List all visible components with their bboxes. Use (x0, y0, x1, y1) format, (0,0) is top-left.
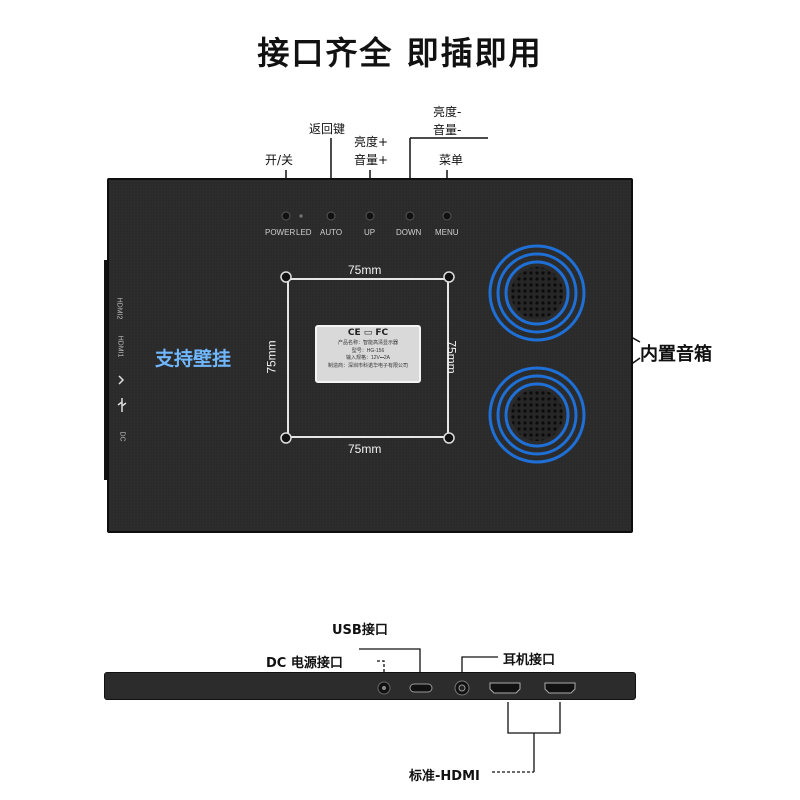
menu-callout: 菜单 (439, 153, 464, 167)
product-nameplate: CE ▭ FC 产品名称：智能高清显示器 型号：HG-156 输入规格：12V⎓… (315, 325, 421, 383)
hdmi-port-callout: 标准-HDMI (409, 769, 480, 784)
usb-icon (117, 398, 127, 412)
vesa-bottom-dimension: 75mm (348, 442, 382, 456)
usb-c-port-icon (409, 683, 433, 693)
usb-port-callout: USB接口 (332, 623, 388, 638)
speaker-label: 内置音箱 (640, 344, 712, 365)
down-button-label: DOWN (396, 228, 422, 237)
side-edge (104, 260, 107, 480)
volume-down-callout: 音量- (433, 123, 462, 137)
hdmi-port-1-icon (489, 682, 521, 694)
audio-port-icon (118, 375, 125, 385)
earphone-port-icon (454, 680, 470, 696)
wall-mount-label: 支持壁挂 (155, 348, 232, 370)
page-title: 接口齐全 即插即用 (257, 34, 543, 72)
bottom-speaker-icon (488, 366, 586, 464)
monitor-bottom-edge (104, 672, 636, 700)
led-label: LED (296, 228, 312, 237)
plate-line-3: 输入规格：12V⎓2A (345, 355, 390, 361)
power-callout: 开/关 (265, 153, 294, 167)
up-button-label: UP (364, 228, 376, 237)
plate-line-4: 制造商：深圳市科诺华电子有限公司 (327, 362, 408, 369)
side-port-icons (117, 375, 127, 412)
bright-down-callout: 亮度- (433, 105, 462, 119)
power-button-label: POWER (265, 228, 296, 237)
volume-up-callout: 音量+ (354, 153, 389, 167)
dc-port-callout: DC 电源接口 (266, 656, 343, 671)
certification-marks-icon: CE ▭ FC (347, 328, 389, 338)
top-speaker-icon (488, 244, 586, 342)
back-callout: 返回键 (309, 122, 346, 136)
plate-line-2: 型号：HG-156 (351, 347, 385, 354)
plate-line-1: 产品名称：智能高清显示器 (337, 340, 398, 346)
vesa-top-dimension: 75mm (348, 263, 382, 277)
hdmi-port-2-icon (544, 682, 576, 694)
earphone-port-callout: 耳机接口 (503, 653, 556, 668)
dc-port-icon (377, 681, 391, 695)
vesa-mount-square (287, 278, 449, 438)
menu-button-label: MENU (435, 228, 459, 237)
auto-button-label: AUTO (320, 228, 343, 237)
bright-up-callout: 亮度+ (354, 135, 389, 149)
